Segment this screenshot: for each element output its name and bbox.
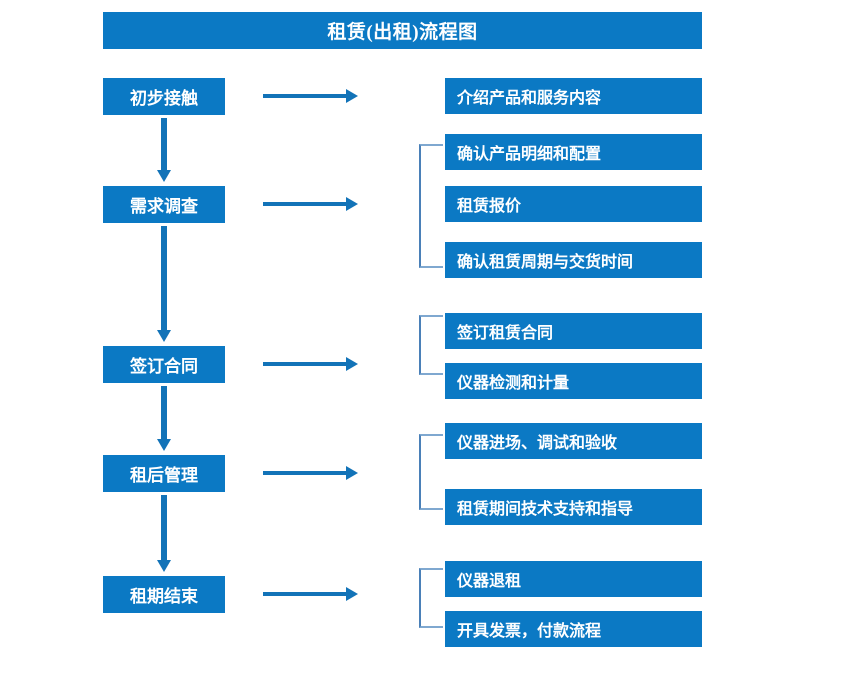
detail-box-2[interactable]: 确认产品明细和配置: [445, 134, 702, 170]
flowchart-title: 租赁(出租)流程图: [103, 12, 702, 49]
detail-box-5[interactable]: 签订租赁合同: [445, 313, 702, 349]
detail-box-6[interactable]: 仪器检测和计量: [445, 363, 702, 399]
arrow-head-icon: [346, 197, 358, 211]
arrow-shaft: [161, 495, 167, 560]
stage-box-4[interactable]: 租后管理: [103, 455, 225, 492]
detail-box-9[interactable]: 仪器退租: [445, 561, 702, 597]
group-bracket-3: [419, 434, 443, 510]
vertical-arrow-3: [157, 386, 171, 451]
arrow-head-icon: [157, 560, 171, 572]
stage-box-1[interactable]: 初步接触: [103, 78, 225, 115]
detail-box-1[interactable]: 介绍产品和服务内容: [445, 78, 702, 114]
detail-box-7[interactable]: 仪器进场、调试和验收: [445, 423, 702, 459]
arrow-head-icon: [157, 170, 171, 182]
detail-box-8[interactable]: 租赁期间技术支持和指导: [445, 489, 702, 525]
detail-box-3[interactable]: 租赁报价: [445, 186, 702, 222]
arrow-shaft: [263, 592, 347, 596]
arrow-head-icon: [346, 357, 358, 371]
arrow-shaft: [161, 118, 167, 170]
arrow-shaft: [161, 226, 167, 330]
group-bracket-1: [419, 144, 443, 268]
arrow-head-icon: [157, 439, 171, 451]
arrow-shaft: [263, 362, 347, 366]
group-bracket-2: [419, 315, 443, 375]
horizontal-arrow-2: [263, 197, 358, 211]
detail-box-4[interactable]: 确认租赁周期与交货时间: [445, 242, 702, 278]
arrow-head-icon: [346, 466, 358, 480]
arrow-shaft: [161, 386, 167, 439]
arrow-head-icon: [346, 587, 358, 601]
detail-box-10[interactable]: 开具发票，付款流程: [445, 611, 702, 647]
horizontal-arrow-4: [263, 466, 358, 480]
vertical-arrow-4: [157, 495, 171, 572]
group-bracket-4: [419, 568, 443, 628]
stage-box-3[interactable]: 签订合同: [103, 346, 225, 383]
arrow-head-icon: [157, 330, 171, 342]
arrow-shaft: [263, 471, 347, 475]
horizontal-arrow-5: [263, 587, 358, 601]
horizontal-arrow-3: [263, 357, 358, 371]
arrow-head-icon: [346, 89, 358, 103]
arrow-shaft: [263, 202, 347, 206]
vertical-arrow-2: [157, 226, 171, 342]
horizontal-arrow-1: [263, 89, 358, 103]
arrow-shaft: [263, 94, 347, 98]
vertical-arrow-1: [157, 118, 171, 182]
stage-box-5[interactable]: 租期结束: [103, 576, 225, 613]
stage-box-2[interactable]: 需求调查: [103, 186, 225, 223]
